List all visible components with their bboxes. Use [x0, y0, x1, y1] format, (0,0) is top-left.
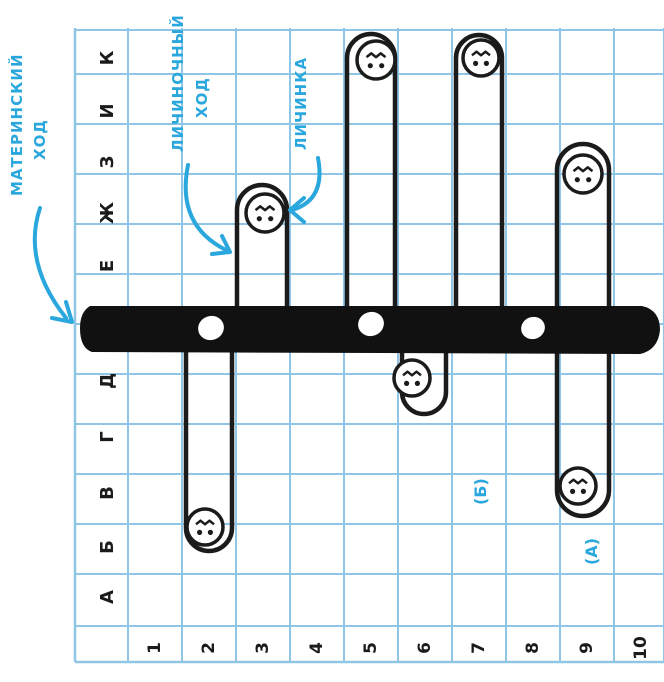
larval-gallery [453, 32, 505, 309]
column-number-axis: 1 2 3 4 5 6 7 8 9 10 [145, 636, 651, 660]
row-letter: Б [97, 540, 118, 554]
egg-hole-icon [521, 316, 545, 340]
larval-galleries [183, 31, 612, 554]
maternal-gallery-label: МАТЕРИНСКИЙ [7, 54, 26, 197]
row-letter: В [97, 486, 118, 500]
row-letter-axis: А Б В Г Д Е Ж З И К [97, 50, 118, 604]
row-letter: К [97, 50, 118, 65]
column-number: 8 [523, 642, 543, 654]
column-number: 10 [631, 636, 651, 660]
larva-face-icon [355, 39, 397, 81]
row-letter: Д [97, 373, 118, 389]
egg-hole-icon [198, 315, 224, 341]
larva-face-icon [562, 153, 604, 195]
larval-gallery [554, 141, 612, 309]
column-number: 4 [307, 642, 327, 654]
larval-gallery [399, 349, 449, 417]
arrow-head-icon [50, 300, 74, 324]
larva-label: ЛИЧИНКА [292, 57, 310, 150]
larva-face-icon [558, 466, 598, 506]
larva-face-icon [244, 192, 286, 234]
maternal-gallery-label-2: ХОД [31, 119, 49, 160]
marker-a: (А) [582, 538, 601, 565]
larva-face-icon [185, 507, 225, 547]
column-number: 2 [199, 642, 219, 654]
column-number: 3 [253, 642, 273, 654]
row-letter: З [97, 156, 118, 169]
arrow-icon [32, 206, 68, 320]
row-letter: И [97, 103, 118, 118]
column-number: 6 [415, 642, 435, 654]
column-number: 9 [577, 642, 597, 654]
larva-face-icon [392, 358, 432, 398]
arrow-head-icon [288, 196, 306, 224]
row-letter: А [97, 590, 118, 604]
egg-hole-icon [358, 311, 384, 337]
arrow-icon [290, 156, 322, 212]
larval-gallery [234, 182, 290, 309]
larval-gallery [554, 349, 612, 519]
arrow-icon [183, 163, 228, 252]
row-letter: Г [97, 431, 118, 442]
column-number: 1 [145, 642, 165, 654]
arrow-head-icon [210, 234, 232, 256]
larval-gallery-label: ЛИЧИНОЧНЫЙ [168, 14, 187, 152]
row-letter: Е [97, 260, 118, 272]
row-letter: Ж [97, 202, 118, 224]
labels: А Б В Г Д Е Ж З И К 1 2 3 4 5 6 7 8 9 10 МАТЕРИНСКИЙ ХОД Л… [7, 14, 651, 660]
larval-gallery-label-2: ХОД [193, 77, 211, 118]
column-number: 7 [469, 642, 489, 654]
maternal-gallery [80, 306, 660, 354]
larva-face-icon [461, 38, 501, 78]
marker-b: (Б) [471, 478, 490, 505]
column-number: 5 [361, 642, 381, 654]
larvae [185, 38, 604, 547]
